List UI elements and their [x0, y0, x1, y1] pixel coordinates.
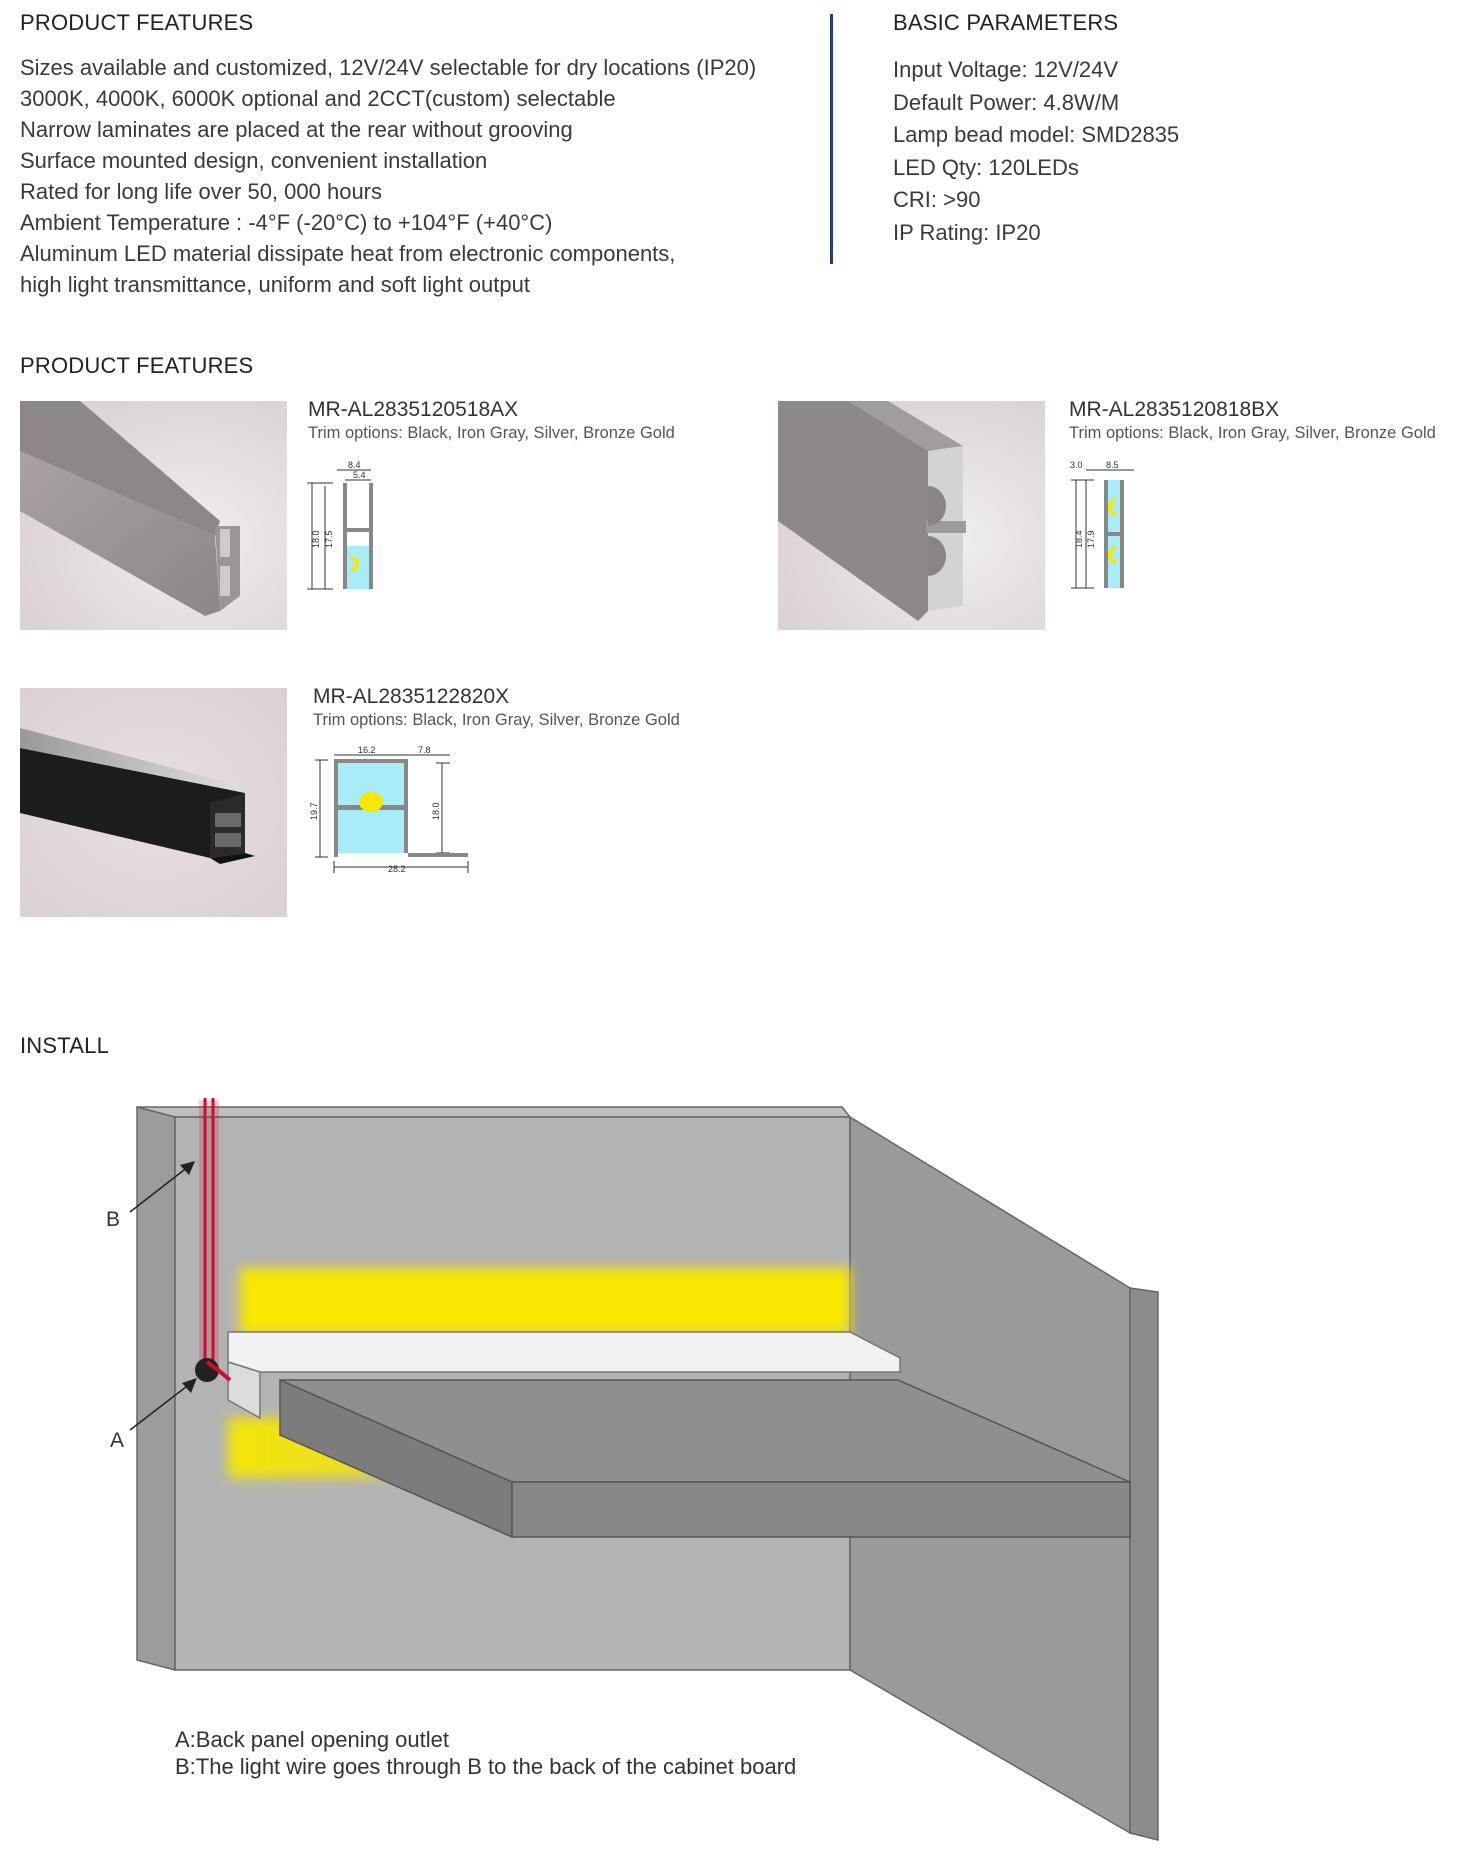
install-title: INSTALL [20, 1033, 110, 1058]
dimension-drawing-2: 3.0 8.5 18.4 17.9 [1068, 458, 1148, 599]
dimension-drawing-1: 8.4 5.4 18.0 17.5 [305, 458, 385, 599]
parameter-item: CRI: >90 [893, 187, 981, 212]
product-model-2: MR-AL2835120818BX [1069, 398, 1280, 421]
dimension-label: 17.5 [324, 530, 334, 548]
profile-photo-illustration [20, 401, 287, 630]
product-model-3: MR-AL2835122820X [313, 685, 510, 708]
profile-photo-illustration [778, 401, 1045, 630]
led-profile [227, 1331, 901, 1373]
product-photo-3 [20, 688, 287, 917]
product-trim-2: Trim options: Black, Iron Gray, Silver, … [1069, 424, 1436, 442]
parameter-item: IP Rating: IP20 [893, 219, 1041, 245]
features-list: Sizes available and customized, 12V/24V … [20, 52, 820, 300]
dimension-label: 18.4 [1074, 530, 1084, 548]
caption-a: A:Back panel opening outlet [175, 1727, 449, 1752]
feature-item: 3000K, 4000K, 6000K optional and 2CCT(cu… [20, 86, 616, 111]
parameter-item: Lamp bead model: SMD2835 [893, 122, 1180, 147]
feature-item: Rated for long life over 50, 000 hours [20, 179, 383, 204]
section-divider [830, 14, 833, 264]
dimension-label: 3.0 [1070, 460, 1083, 470]
install-diagram: B A [0, 1090, 1200, 1875]
dimension-label: 5.4 [353, 470, 366, 480]
dimension-label: 7.8 [418, 745, 431, 755]
feature-item: Surface mounted design, convenient insta… [20, 148, 488, 173]
feature-item: Sizes available and customized, 12V/24V … [20, 55, 757, 80]
caption-b: B:The light wire goes through B to the b… [175, 1754, 797, 1779]
product-photo-1 [20, 401, 287, 630]
features-title: PRODUCT FEATURES [20, 10, 254, 35]
product-trim-1: Trim options: Black, Iron Gray, Silver, … [308, 424, 675, 442]
parameter-item: Default Power: 4.8W/M [893, 89, 1120, 115]
parameters-title: BASIC PARAMETERS [893, 10, 1119, 35]
feature-item: Narrow laminates are placed at the rear … [20, 117, 573, 142]
label-a: A [110, 1429, 124, 1452]
parameters-list: Input Voltage: 12V/24V Default Power: 4.… [893, 54, 1179, 249]
dimension-label: 17.9 [1086, 530, 1096, 548]
profile-photo-illustration [20, 688, 287, 917]
product-model-1: MR-AL2835120518AX [308, 398, 519, 421]
led-glow-upper [240, 1268, 850, 1334]
label-b: B [106, 1208, 120, 1231]
product-photo-2 [778, 401, 1045, 630]
parameter-item: Input Voltage: 12V/24V [893, 57, 1119, 82]
install-captions: A:Back panel opening outlet B:The light … [175, 1726, 796, 1780]
dimension-drawing-3: 16.2 7.8 19.7 18.0 28.2 [309, 745, 470, 880]
dimension-label: 16.2 [358, 745, 376, 755]
dimension-label: 8.4 [348, 460, 361, 470]
feature-item: Aluminum LED material dissipate heat fro… [20, 241, 676, 266]
feature-item: high light transmittance, uniform and so… [20, 272, 530, 297]
dimension-label: 28.2 [388, 864, 406, 874]
products-title: PRODUCT FEATURES [20, 353, 254, 378]
dimension-label: 18.0 [431, 802, 441, 820]
dimension-label: 19.7 [310, 802, 319, 820]
product-trim-3: Trim options: Black, Iron Gray, Silver, … [313, 711, 680, 729]
dimension-label: 18.0 [311, 530, 321, 548]
shelf-front [511, 1481, 1131, 1538]
parameter-item: LED Qty: 120LEDs [893, 154, 1079, 180]
dimension-label: 8.5 [1106, 460, 1119, 470]
feature-item: Ambient Temperature : -4°F (-20°C) to +1… [20, 210, 553, 235]
